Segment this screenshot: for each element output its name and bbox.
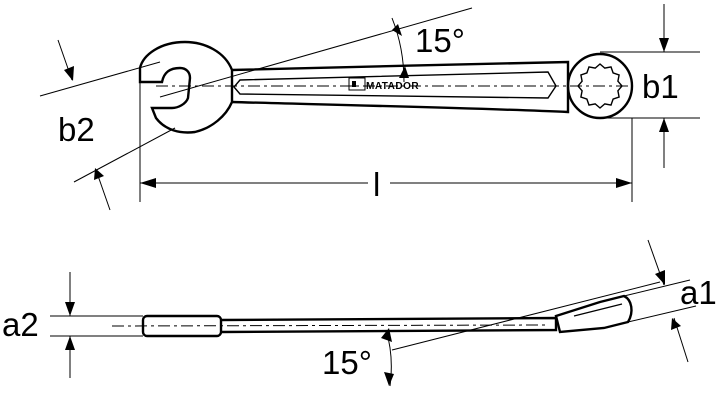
ring-head-inner [577,63,623,109]
brand-logo-box [348,77,366,91]
l-label-bg [368,168,390,198]
l-arrow-left [140,178,156,188]
l-label: l [373,166,380,203]
dimension-b1: b1 [600,4,700,168]
center-line-side [111,324,549,327]
wrench-side-view [141,294,633,338]
a1-label: a1 [680,274,717,311]
a2-label: a2 [2,306,39,343]
angle-arrow-top-up [392,24,402,36]
a1-ext-top [623,279,691,297]
dimension-a1: a1 [623,239,717,363]
a1-ext-bottom [627,305,697,323]
open-jaw-head [138,40,234,134]
dimension-b2: b2 [39,39,176,211]
a2-arrow-bottom [65,336,75,350]
wrench-top-view: MATADOR [138,40,634,134]
angle-label-bottom: 15° [322,344,372,381]
angle-arrow-top-down [399,66,409,78]
dimension-length: l [139,82,633,203]
angle-arrow-bottom-up [381,328,392,342]
l-arrow-right [616,178,632,188]
b2-arrow-top [64,66,74,81]
angle-line-top [159,7,473,98]
brand-logo-mark [352,81,356,87]
angle-line-bottom [391,281,661,351]
a1-arrow-bottom [671,318,681,330]
a2-arrow-top [65,302,75,316]
a1-arrow-top [655,270,665,285]
b2-ext-bottom [73,127,176,183]
b2-ext-top [39,61,161,97]
side-ring-detail [573,303,623,317]
b2-arrow-bottom [94,168,104,180]
angle-arrow-bottom-down [384,372,394,386]
b1-arrow-bottom [659,118,669,132]
dimension-a2: a2 [2,272,143,378]
angle-label-top: 15° [415,22,465,59]
b1-label: b1 [642,68,679,105]
shaft-recess [233,71,557,99]
b2-label: b2 [58,111,95,148]
b1-arrow-top [659,38,669,52]
side-ring-head [554,294,633,334]
